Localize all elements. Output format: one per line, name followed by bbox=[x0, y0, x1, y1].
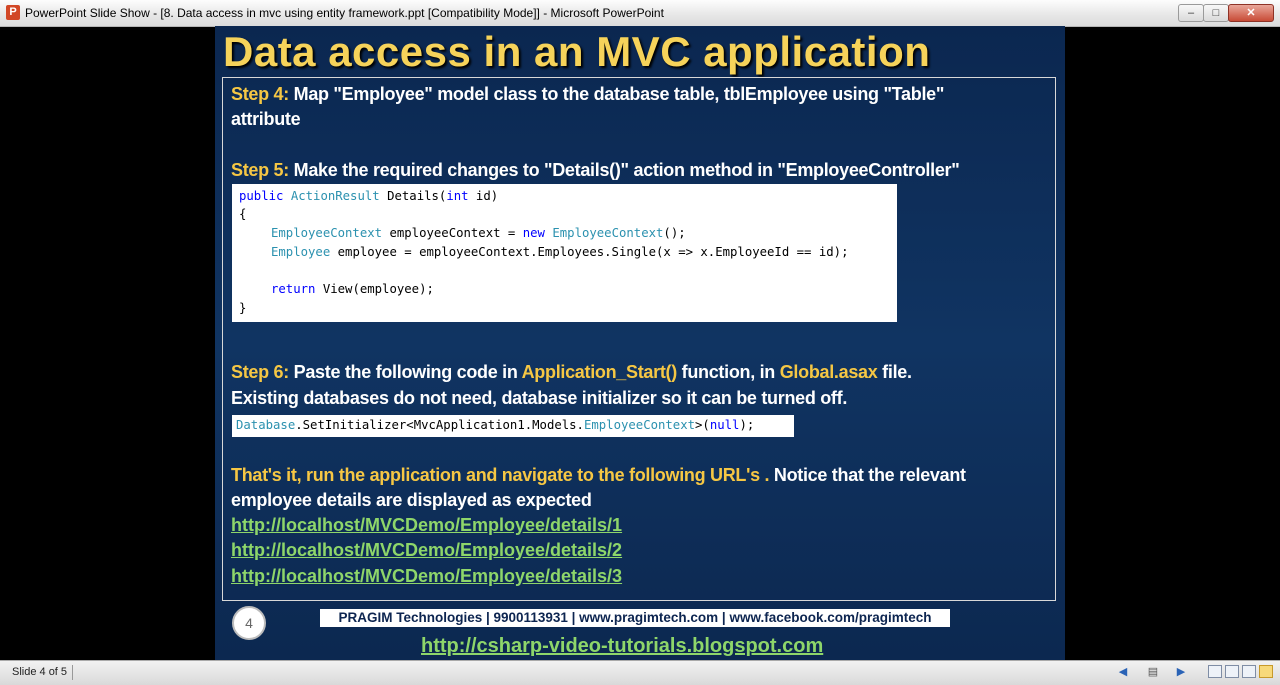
url-link-details-2[interactable]: http://localhost/MVCDemo/Employee/detail… bbox=[231, 540, 623, 560]
global-asax-highlight: Global.asax bbox=[779, 362, 878, 382]
title-bar: P PowerPoint Slide Show - [8. Data acces… bbox=[0, 0, 1280, 27]
url-link-details-3[interactable]: http://localhost/MVCDemo/Employee/detail… bbox=[231, 566, 623, 586]
code-line-6: } bbox=[239, 301, 247, 315]
slide-title: Data access in an MVC application bbox=[223, 28, 931, 75]
step6-line1: Step 6: Paste the following code in Appl… bbox=[231, 362, 912, 382]
code-line-3: EmployeeContext employeeContext = new Em… bbox=[271, 226, 686, 240]
slide-number-badge: 4 bbox=[232, 606, 266, 640]
step6-line2: Existing databases do not need, database… bbox=[231, 388, 848, 408]
slide-show-view-icon[interactable] bbox=[1259, 665, 1273, 678]
code-line-1: public ActionResult Details(int id) bbox=[239, 189, 499, 203]
reading-view-icon[interactable] bbox=[1242, 665, 1256, 678]
slide-menu-icon[interactable]: ▤ bbox=[1147, 666, 1159, 678]
status-bar: Slide 4 of 5 ◀ ▤ ▶ bbox=[0, 660, 1280, 685]
step5-label: Step 5: bbox=[231, 160, 289, 180]
step4-label: Step 4: bbox=[231, 84, 289, 104]
code-line-5: return View(employee); bbox=[271, 282, 434, 296]
powerpoint-app-icon[interactable]: P bbox=[6, 5, 20, 20]
final-line2: employee details are displayed as expect… bbox=[231, 490, 592, 510]
slide[interactable]: Data access in an MVC application Step 4… bbox=[215, 26, 1065, 660]
next-slide-icon[interactable]: ▶ bbox=[1176, 666, 1186, 678]
step4-line1: Step 4: Map "Employee" model class to th… bbox=[231, 84, 944, 105]
code-line-2: { bbox=[239, 207, 247, 221]
final-line1: That's it, run the application and navig… bbox=[231, 465, 966, 486]
normal-view-icon[interactable] bbox=[1208, 665, 1222, 678]
final-yellow-text: That's it, run the application and navig… bbox=[231, 465, 770, 485]
url-link-details-1[interactable]: http://localhost/MVCDemo/Employee/detail… bbox=[231, 515, 623, 535]
slide-sorter-view-icon[interactable] bbox=[1225, 665, 1239, 678]
close-button[interactable]: ✕ bbox=[1228, 4, 1274, 22]
maximize-button[interactable]: □ bbox=[1203, 4, 1229, 22]
footer-banner: PRAGIM Technologies | 9900113931 | www.p… bbox=[320, 609, 950, 627]
application-start-highlight: Application_Start() bbox=[521, 362, 678, 382]
step4-text: Map "Employee" model class to the databa… bbox=[293, 84, 945, 104]
code-line-4: Employee employee = employeeContext.Empl… bbox=[271, 245, 849, 259]
code-block-initializer: Database.SetInitializer<MvcApplication1.… bbox=[232, 415, 794, 437]
previous-slide-icon[interactable]: ◀ bbox=[1118, 666, 1128, 678]
slide-content-box: Step 4: Map "Employee" model class to th… bbox=[222, 77, 1056, 601]
code-initializer-line: Database.SetInitializer<MvcApplication1.… bbox=[236, 418, 755, 432]
minimize-button[interactable]: – bbox=[1178, 4, 1204, 22]
step6-label: Step 6: bbox=[231, 362, 289, 382]
footer-blog-link[interactable]: http://csharp-video-tutorials.blogspot.c… bbox=[421, 635, 824, 657]
final-white-text: Notice that the relevant bbox=[773, 465, 966, 485]
step4-line2: attribute bbox=[231, 109, 301, 129]
window-title: PowerPoint Slide Show - [8. Data access … bbox=[25, 6, 664, 20]
step5-line: Step 5: Make the required changes to "De… bbox=[231, 160, 960, 181]
code-block-details: public ActionResult Details(int id) { Em… bbox=[232, 184, 897, 322]
step5-text: Make the required changes to "Details()"… bbox=[293, 160, 960, 180]
slide-indicator: Slide 4 of 5 bbox=[12, 666, 68, 678]
status-separator bbox=[72, 665, 73, 680]
